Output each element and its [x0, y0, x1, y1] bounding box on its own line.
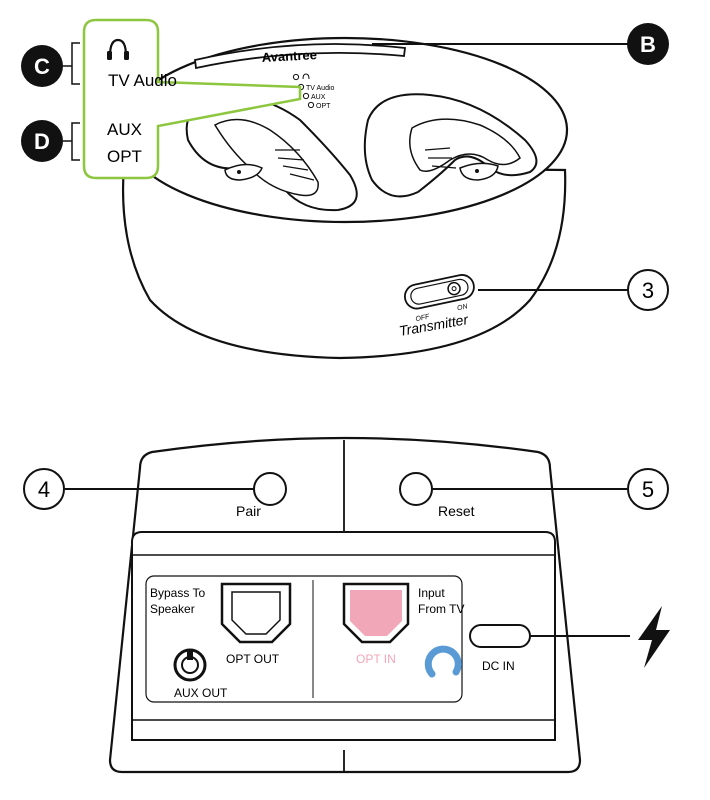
switch-on-label: ON	[457, 303, 470, 312]
callout-3-number: 3	[642, 278, 654, 303]
mode-box-outline	[82, 18, 302, 180]
mode-label-aux: AUX	[107, 120, 142, 139]
opt-in-port[interactable]	[342, 582, 410, 644]
pair-button[interactable]	[253, 472, 287, 506]
bypass-label-line1: Bypass To	[150, 586, 205, 600]
switch-off-label: OFF	[415, 313, 431, 323]
input-label-line1: Input	[418, 586, 445, 600]
callout-d: D	[21, 120, 63, 162]
aux-out-label: AUX OUT	[174, 686, 228, 700]
callout-3: 3	[627, 269, 669, 311]
aux-out-jack[interactable]	[173, 648, 207, 682]
input-label-line2: From TV	[418, 602, 464, 616]
callout-4: 4	[23, 468, 65, 510]
lightning-bolt-icon	[638, 606, 670, 668]
bypass-label-line2: Speaker	[150, 602, 195, 616]
bracket-d	[71, 122, 80, 161]
reset-button[interactable]	[399, 472, 433, 506]
callout-c-letter: C	[34, 54, 50, 79]
blue-ring-jack[interactable]	[424, 645, 462, 678]
callout-d-letter: D	[34, 129, 50, 154]
callout-5-number: 5	[642, 477, 654, 502]
bracket-c	[71, 42, 80, 85]
dock-body	[121, 163, 567, 360]
led-label-aux: AUX	[311, 94, 326, 101]
callout-c: C	[21, 45, 63, 87]
rear-panel: Pair Reset Bypass To Speaker OPT OUT AUX…	[108, 436, 582, 774]
opt-in-label: OPT IN	[356, 652, 396, 666]
callout-b: B	[627, 23, 669, 65]
mode-label-tv-audio: TV Audio	[108, 71, 177, 90]
led-headphone-icon	[302, 73, 310, 80]
mode-callout: TV Audio AUX OPT	[71, 18, 302, 180]
led-label-tv-audio: TV Audio	[306, 85, 335, 92]
dc-in-port[interactable]	[469, 624, 531, 648]
opt-out-port[interactable]	[220, 582, 292, 644]
dock-slot	[194, 43, 407, 70]
callout-5: 5	[627, 468, 669, 510]
headphone-icon	[107, 38, 129, 60]
led-label-opt: OPT	[316, 103, 331, 110]
callout-b-letter: B	[640, 32, 656, 57]
opt-out-label: OPT OUT	[226, 652, 280, 666]
mode-label-opt: OPT	[107, 147, 142, 166]
brand-logo: Avantree	[261, 47, 317, 65]
pair-label: Pair	[236, 503, 261, 519]
callout-4-number: 4	[38, 477, 50, 502]
reset-label: Reset	[438, 503, 475, 519]
dc-in-label: DC IN	[482, 659, 515, 673]
power-switch[interactable]: OFF ON	[403, 273, 479, 325]
